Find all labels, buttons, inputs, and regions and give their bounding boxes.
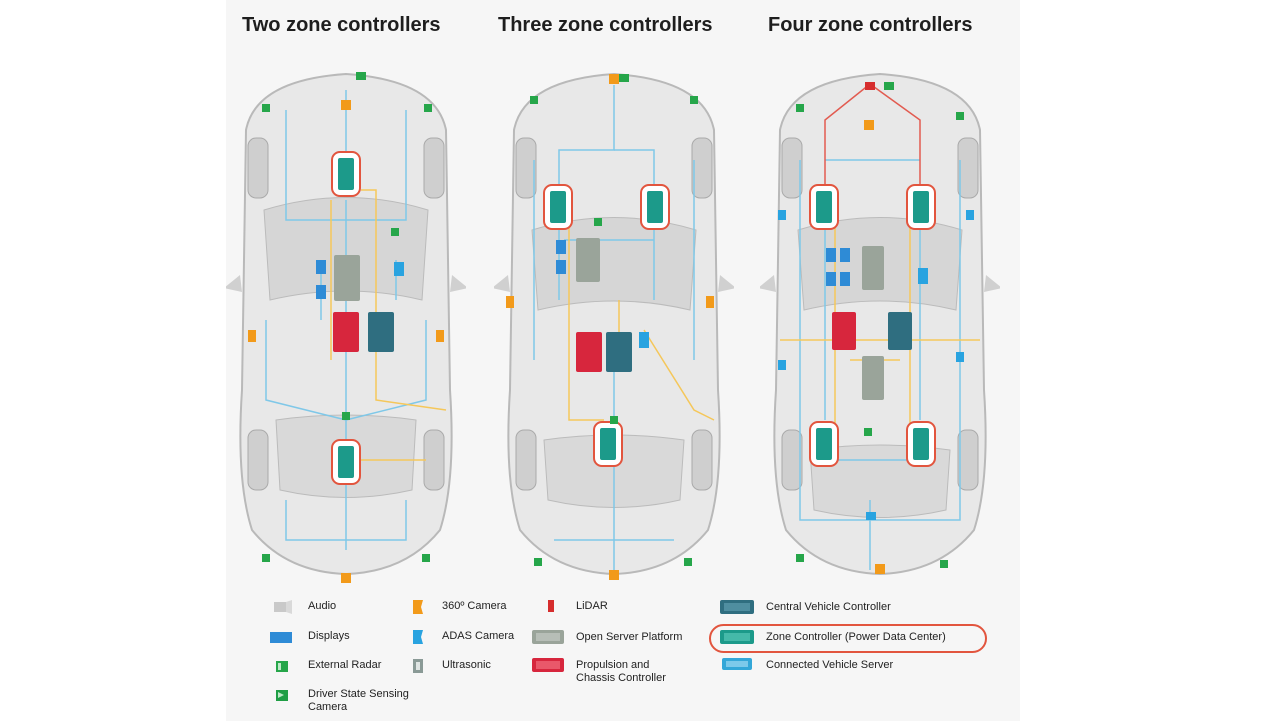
propulsion-controller: [333, 312, 359, 352]
central-vehicle-controller: [606, 332, 632, 372]
legend-label: ADAS Camera: [442, 630, 515, 642]
radar-sensors: [530, 74, 698, 566]
camera-360: [436, 330, 444, 342]
open-server-platform: [862, 246, 884, 290]
open-server-platform: [862, 356, 884, 400]
radar-sensors: [796, 82, 964, 568]
legend-item-ultrasonic: Ultrasonic: [410, 659, 491, 673]
camera-360: [706, 296, 714, 308]
propulsion-controller: [832, 312, 856, 350]
radar-sensors: [262, 72, 432, 562]
adas-camera: [394, 262, 404, 276]
zone-controller-front: [331, 151, 361, 197]
car-four-zone: [760, 72, 1000, 576]
title-two-zone: Two zone controllers: [242, 14, 441, 36]
adas-camera: [918, 268, 928, 284]
legend-label: Driver State Sensing Camera: [308, 688, 409, 713]
central-vehicle-controller: [368, 312, 394, 352]
legend-item-audio: Audio: [270, 600, 336, 614]
zone-controller-rear: [593, 421, 623, 467]
legend-item-connected-server: Connected Vehicle Server: [718, 656, 893, 674]
red-wires: [824, 83, 921, 185]
lidar-icon: [548, 600, 554, 612]
legend-item-displays: Displays: [270, 630, 350, 644]
legend-item-lidar: LiDAR: [530, 600, 608, 614]
legend-label: Open Server Platform: [576, 631, 683, 643]
open-server-icon: [532, 630, 564, 644]
legend-item-open-server: Open Server Platform: [530, 628, 682, 646]
display: [316, 285, 326, 299]
data-wires: [533, 85, 695, 570]
360-camera-icon: [413, 600, 423, 614]
camera-360: [609, 74, 619, 84]
legend-item-propulsion: Propulsion and Chassis Controller: [530, 656, 666, 685]
title-three-zone: Three zone controllers: [498, 14, 713, 36]
legend-item-adas-camera: ADAS Camera: [410, 630, 514, 644]
connected-server-icon: [722, 658, 752, 670]
power-wires: [330, 189, 447, 461]
legend-item-driver-camera: Driver State Sensing Camera: [270, 688, 409, 714]
zone-controller-rear: [331, 439, 361, 485]
display-icon: [270, 632, 292, 643]
propulsion-icon: [532, 658, 564, 672]
audio-icon: [274, 600, 292, 614]
display: [556, 260, 566, 274]
display: [556, 240, 566, 254]
legend-label: External Radar: [308, 659, 382, 671]
adas-camera: [639, 332, 649, 348]
camera-360: [248, 330, 256, 342]
external-radar-icon: [276, 661, 288, 672]
open-server-platform: [334, 255, 360, 301]
car-two-zone: [226, 72, 466, 583]
zone-controller-front-right: [640, 184, 670, 230]
displays: [826, 248, 850, 286]
camera-360: [506, 296, 514, 308]
driver-camera-icon: [276, 690, 288, 701]
title-four-zone: Four zone controllers: [768, 14, 973, 36]
zone-controller-rear-right: [906, 421, 936, 467]
legend-item-360-camera: 360º Camera: [410, 600, 507, 614]
legend-label: LiDAR: [576, 600, 608, 612]
legend-label: Propulsion and Chassis Controller: [576, 659, 666, 684]
propulsion-controller: [576, 332, 602, 372]
zone-controller-rear-left: [809, 421, 839, 467]
car-three-zone: [494, 72, 734, 580]
legend-label: Zone Controller (Power Data Center): [766, 631, 946, 643]
camera-360: [341, 100, 351, 110]
zone-controller-icon: [720, 630, 754, 644]
zone-controller-front-right: [906, 184, 936, 230]
legend-item-zone-controller: Zone Controller (Power Data Center): [718, 628, 946, 646]
legend-label: Connected Vehicle Server: [766, 659, 894, 671]
legend-label: Audio: [308, 600, 337, 612]
data-wires: [265, 90, 427, 550]
open-server-platform: [576, 238, 600, 282]
camera-360: [875, 564, 885, 574]
central-vehicle-controller: [888, 312, 912, 350]
car-body: [760, 72, 1000, 576]
camera-360: [864, 120, 874, 130]
zone-controller-front-left: [543, 184, 573, 230]
camera-360: [609, 570, 619, 580]
zone-controller-highlight: [709, 624, 987, 653]
legend-label: Ultrasonic: [442, 659, 491, 671]
central-vehicle-icon: [720, 600, 754, 614]
ultrasonic-sensors: [778, 210, 974, 520]
legend-item-external-radar: External Radar: [270, 659, 381, 673]
display: [316, 260, 326, 274]
ultrasonic-icon: [413, 659, 423, 673]
legend-label: Displays: [308, 630, 350, 642]
legend-label: Central Vehicle Controller: [766, 601, 891, 613]
legend-label: 360º Camera: [442, 600, 507, 612]
camera-360: [341, 573, 351, 583]
lidar: [865, 82, 875, 90]
legend-item-central-vehicle: Central Vehicle Controller: [718, 598, 891, 616]
zone-controller-front-left: [809, 184, 839, 230]
adas-camera-icon: [413, 630, 423, 644]
